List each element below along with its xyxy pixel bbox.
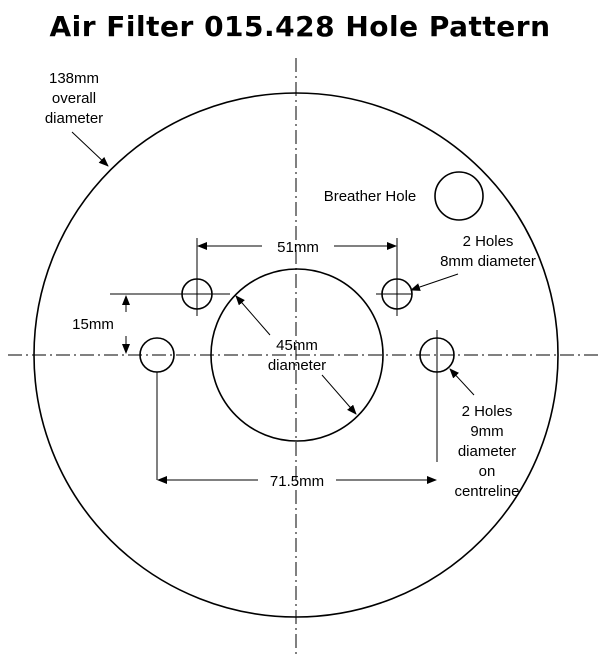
dim-71-label: 71.5mm [270, 473, 324, 490]
center-hole [210, 268, 384, 442]
holes-9mm-label-line4: on [479, 463, 496, 480]
breather-hole [434, 171, 484, 221]
overall-diameter-leader [71, 131, 109, 167]
breather-hole-label: Breather Hole [324, 188, 417, 205]
center-hole-label-line2: diameter [268, 357, 326, 374]
overall-diameter-line1: 138mm [49, 70, 99, 87]
holes-9mm-label-line5: centreline [454, 483, 519, 500]
holes-9mm-label-line2: 9mm [470, 423, 503, 440]
center-hole-label-line1: 45mm [276, 337, 318, 354]
holes-8mm-label-line2: 8mm diameter [440, 253, 536, 270]
holes-8mm-label-line1: 2 Holes [463, 233, 514, 250]
overall-diameter-line2: overall [52, 90, 96, 107]
center-leader-top [235, 295, 271, 336]
dim-51-label: 51mm [277, 239, 319, 256]
holes-9mm-leader [449, 368, 475, 396]
holes-9mm-label-line1: 2 Holes [462, 403, 513, 420]
overall-diameter-line3: diameter [45, 110, 103, 127]
page-title: Air Filter 015.428 Hole Pattern [49, 10, 551, 43]
holes-9mm-label-line3: diameter [458, 443, 516, 460]
outer-circle [33, 92, 559, 618]
holes-8mm-leader [410, 273, 459, 291]
center-leader-bottom [321, 374, 357, 415]
dim-15-label: 15mm [72, 316, 114, 333]
